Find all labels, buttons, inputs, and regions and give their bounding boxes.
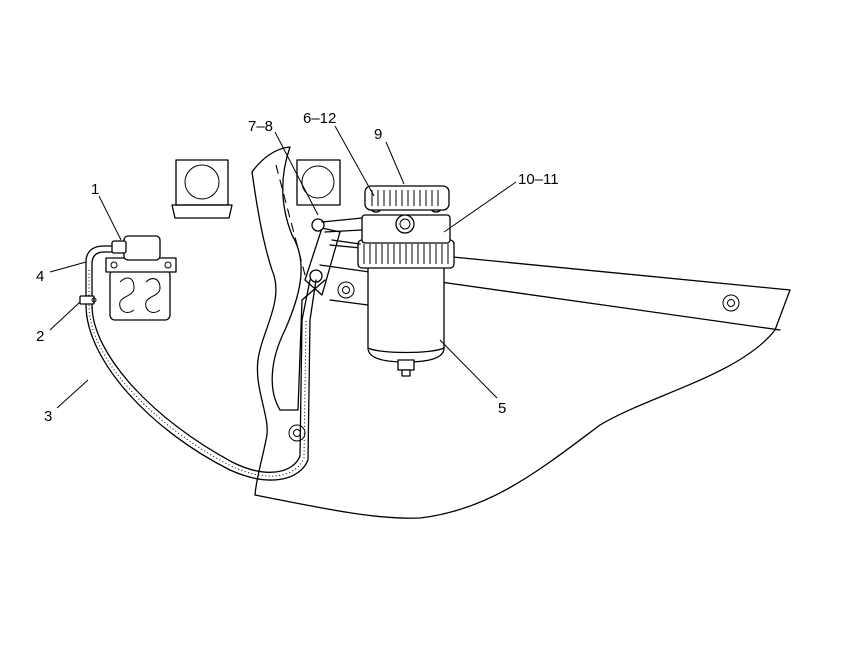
callout-10-11: 10–11 — [518, 171, 559, 188]
callout-7-8: 7–8 — [248, 118, 273, 135]
callout-5: 5 — [498, 400, 506, 417]
mounting-bracket — [251, 146, 341, 496]
fuel-filter-assembly — [321, 185, 455, 377]
callout-9: 9 — [374, 126, 382, 143]
pump-assembly — [103, 235, 177, 321]
callout-2: 2 — [36, 328, 44, 345]
callout-1: 1 — [91, 181, 99, 198]
callout-4: 4 — [36, 268, 44, 285]
frame-plate — [254, 244, 791, 519]
callout-labels: 1 2 3 4 5 7–8 6–12 9 10–11 — [36, 110, 559, 425]
fuel-hose — [79, 245, 317, 481]
callout-6-12: 6–12 — [303, 110, 336, 127]
callout-3: 3 — [44, 408, 52, 425]
mount-block-right — [296, 159, 341, 206]
mount-block-left — [171, 159, 233, 219]
leader-lines — [49, 125, 517, 409]
